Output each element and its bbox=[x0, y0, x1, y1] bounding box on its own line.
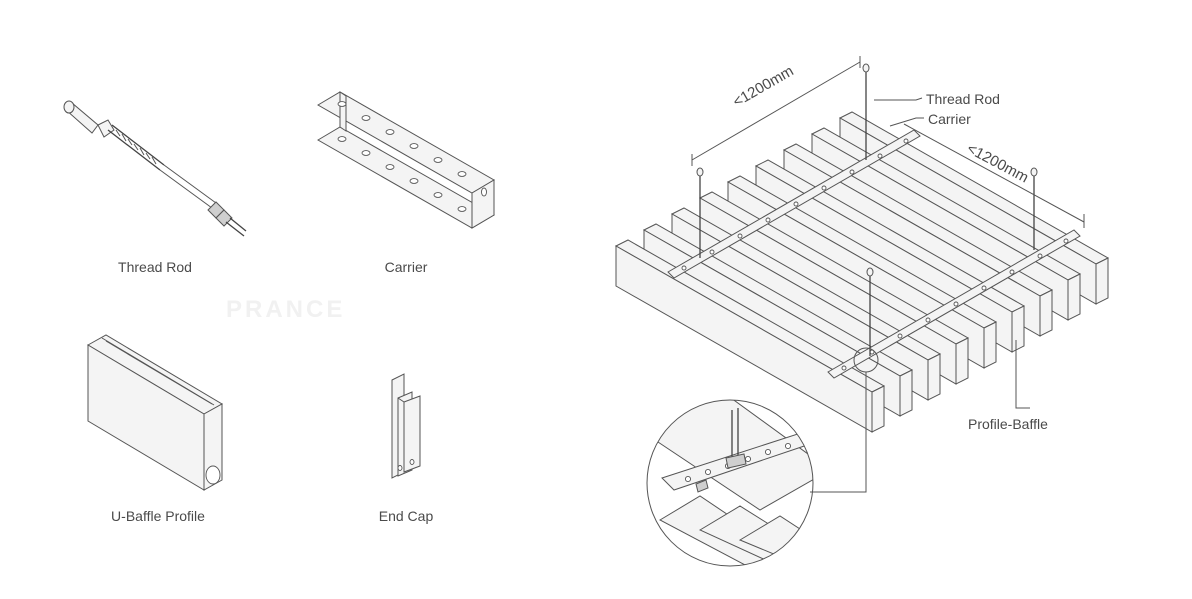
baffle-profiles bbox=[614, 111, 1110, 433]
label-carrier: Carrier bbox=[384, 259, 428, 275]
assembly-thread-rods bbox=[696, 63, 1038, 356]
callout-profile-baffle: Profile-Baffle bbox=[968, 416, 1048, 432]
callout-lines bbox=[810, 97, 1030, 493]
watermark-text: PRANCE bbox=[226, 296, 346, 323]
end-cap-drawing bbox=[391, 373, 421, 479]
label-thread-rod: Thread Rod bbox=[118, 259, 192, 275]
thread-rod-drawing bbox=[63, 100, 247, 237]
label-end-cap: End Cap bbox=[378, 508, 434, 524]
callout-carrier: Carrier bbox=[928, 111, 971, 127]
assembly-drawing bbox=[614, 56, 1110, 567]
carrier-drawing bbox=[317, 91, 495, 229]
label-u-baffle-profile: U-Baffle Profile bbox=[111, 508, 205, 524]
callout-thread-rod: Thread Rod bbox=[926, 91, 1000, 107]
carrier-holes bbox=[681, 138, 1069, 371]
u-baffle-profile-drawing bbox=[86, 334, 224, 491]
dimension-lines bbox=[691, 56, 1085, 228]
